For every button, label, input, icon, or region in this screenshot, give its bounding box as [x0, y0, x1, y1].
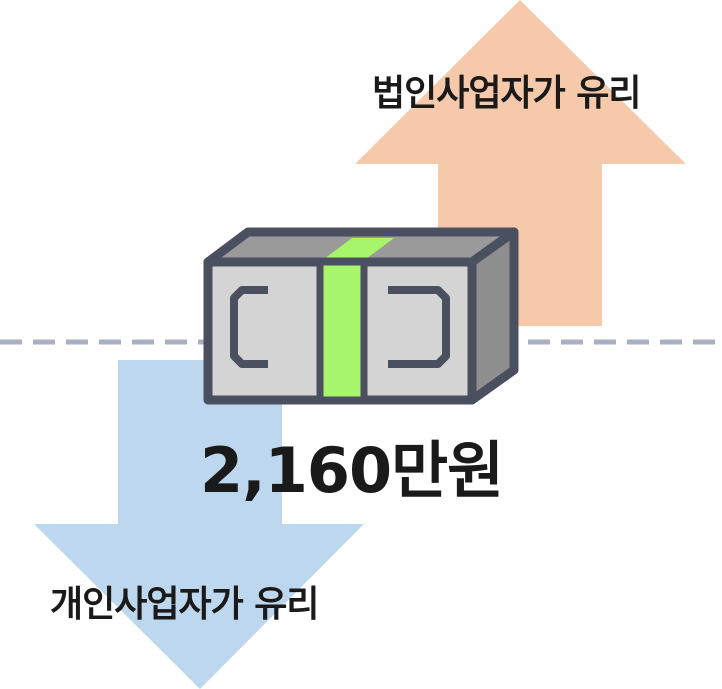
- money-stack-icon: [203, 227, 519, 405]
- amount-label: 2,160만원: [200, 434, 504, 507]
- corporate-advantage-label: 법인사업자가 유리: [372, 73, 641, 114]
- arrow-down-icon: [34, 360, 364, 689]
- arrow-up-icon: [355, 0, 686, 326]
- individual-advantage-label: 개인사업자가 유리: [50, 584, 319, 625]
